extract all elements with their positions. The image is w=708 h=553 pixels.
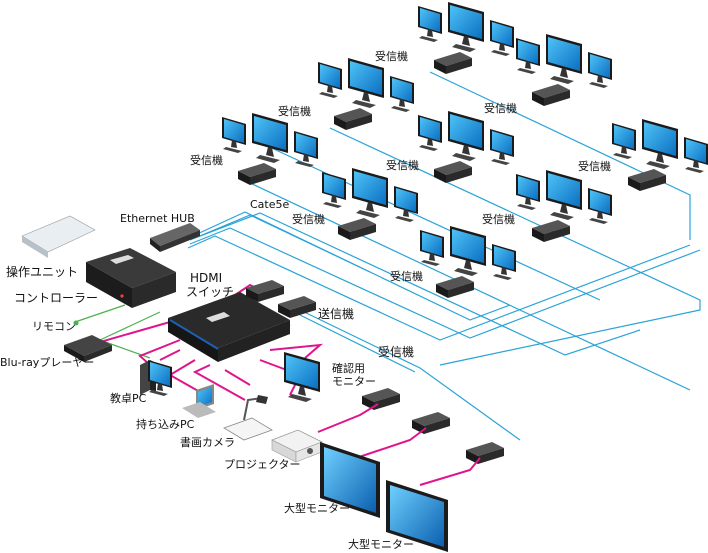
receiver-label-3: 受信機 <box>484 101 517 115</box>
remote-sensor-icon <box>73 320 79 326</box>
ethernet-hub-label: Ethernet HUB <box>120 212 195 225</box>
confirm-monitor-label-line2: モニター <box>332 375 376 388</box>
document-camera <box>223 395 273 441</box>
teacher-pc <box>140 360 172 396</box>
hdmi-cables-large <box>317 403 481 486</box>
large-monitor-2 <box>386 480 448 552</box>
control-unit <box>21 215 96 258</box>
teacher-pc-label: 教卓PC <box>110 392 147 405</box>
ethernet-hub <box>150 223 200 252</box>
confirm-monitor-label-line1: 確認用 <box>332 361 365 375</box>
controller-label: コントローラー <box>14 291 98 305</box>
projector <box>271 429 323 463</box>
bluray-label: Blu-rayプレーヤー <box>0 356 94 369</box>
receiver-cluster-8 <box>516 170 612 242</box>
control-unit-label: 操作ユニット <box>6 264 78 279</box>
receiver-lower-2 <box>412 412 450 434</box>
large-monitor-1 <box>320 442 380 518</box>
receiver-label-8: 受信機 <box>482 212 515 226</box>
receiver-label-7: 受信機 <box>292 212 325 226</box>
controller-led-icon <box>120 294 124 298</box>
transmitter-label: 送信機 <box>318 306 354 321</box>
cat5e-label: Cate5e <box>250 198 290 211</box>
receiver-cluster-2 <box>318 58 414 130</box>
laptop-label: 持ち込みPC <box>136 417 195 431</box>
receiver-label-2: 受信機 <box>278 104 311 118</box>
receiver-label-9: 受信機 <box>390 269 423 283</box>
remote-label: リモコン <box>32 320 76 333</box>
receiver-label-4: 受信機 <box>190 153 223 167</box>
receiver-cluster-9 <box>420 226 516 298</box>
receiver-label-1: 受信機 <box>375 49 408 63</box>
receiver-lower-3 <box>466 442 504 464</box>
receiver-cluster-4 <box>222 113 318 185</box>
bluray-player <box>64 335 112 362</box>
receiver-label-lower: 受信機 <box>378 344 414 359</box>
large-monitor-label-1: 大型モニター <box>284 501 350 515</box>
receiver-label-5: 受信機 <box>386 158 419 172</box>
doc-camera-label: 書画カメラ <box>180 435 235 449</box>
receiver-lower-1 <box>362 388 400 410</box>
receiver-cluster-7 <box>322 168 418 240</box>
receiver-label-6: 受信機 <box>578 159 611 173</box>
receiver-cluster-6 <box>612 119 708 191</box>
hdmi-switch-label-line1: HDMI <box>190 271 222 285</box>
controller <box>86 248 176 308</box>
laptop <box>182 384 216 418</box>
receiver-cluster-3 <box>516 34 612 106</box>
hdmi-switch <box>168 292 290 362</box>
transmitter-1 <box>246 280 284 302</box>
receiver-cluster-1 <box>418 2 514 74</box>
large-monitor-label-2: 大型モニター <box>348 537 414 551</box>
hdmi-switch-label-line2: スイッチ <box>186 285 234 299</box>
projector-label: プロジェクター <box>224 458 301 471</box>
receiver-cluster-5 <box>418 111 514 183</box>
